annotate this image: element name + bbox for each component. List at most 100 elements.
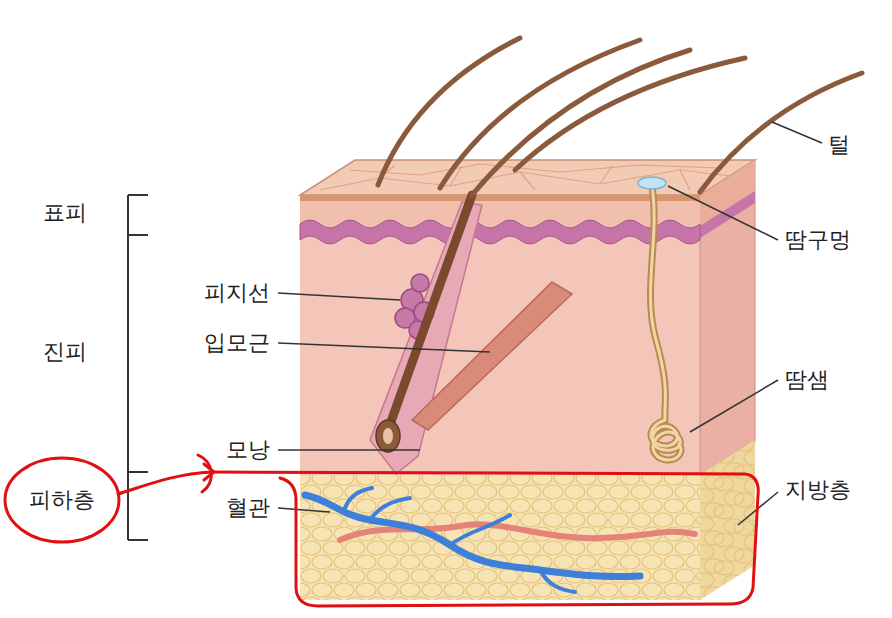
fat-cell <box>664 475 684 485</box>
fat-cell <box>499 541 519 555</box>
part-label: 지방층 <box>785 477 851 503</box>
leader-line <box>278 343 490 352</box>
fat-cell <box>521 597 541 600</box>
fat-cell <box>323 485 343 499</box>
fat-cell <box>300 583 310 597</box>
fat-cell <box>620 499 640 513</box>
fat-cell <box>312 527 332 541</box>
fat-cell <box>543 513 563 527</box>
fat-cell <box>565 597 585 600</box>
fat-cell <box>433 569 453 583</box>
fat-cell <box>345 597 365 600</box>
fat-cell <box>510 583 530 597</box>
fat-cell <box>631 485 651 499</box>
fat-cell <box>653 541 673 555</box>
fat-cell <box>300 555 310 569</box>
fat-cell <box>576 583 596 597</box>
bracket-tick <box>128 471 148 473</box>
leader-lines <box>278 122 822 525</box>
fat-cell <box>400 475 420 485</box>
hair <box>440 40 640 188</box>
fat-cell <box>554 475 574 485</box>
fat-cell <box>576 475 596 485</box>
fat-cell <box>675 569 695 583</box>
fat-cell <box>323 597 343 600</box>
part-label: 진피 <box>43 339 87 365</box>
fat-cell <box>734 437 754 451</box>
fat-cell <box>521 541 541 555</box>
fat-cell <box>378 555 398 569</box>
part-label: 입모근 <box>204 330 270 356</box>
fat-cell <box>345 541 365 555</box>
fat-cell <box>642 555 662 569</box>
fat-cell <box>499 597 519 600</box>
red-bracket <box>198 455 211 492</box>
fat-cell <box>598 499 618 513</box>
fat-cell <box>598 583 618 597</box>
leader-line <box>772 122 822 143</box>
sweat-pore <box>638 177 666 189</box>
sweat-gland <box>650 186 681 460</box>
fat-cell <box>697 485 700 499</box>
fat-cell <box>422 583 442 597</box>
fat-cell <box>675 513 695 527</box>
fat-cell <box>653 513 673 527</box>
fat-cell <box>510 499 530 513</box>
fat-cell <box>477 597 497 600</box>
fat-cell <box>400 555 420 569</box>
fat-cell <box>587 485 607 499</box>
fat-cell <box>422 475 442 485</box>
fat-cell <box>554 499 574 513</box>
fat-cell <box>675 541 695 555</box>
fat-cell <box>565 513 585 527</box>
fat-cell <box>356 475 376 485</box>
fat-cell <box>686 555 700 569</box>
fat-layer-front <box>300 475 700 600</box>
fat-cell <box>488 475 508 485</box>
blood-vessels <box>305 488 695 592</box>
gland-lobe <box>411 274 429 292</box>
fat-cell <box>714 533 734 547</box>
fat-cell <box>631 597 651 600</box>
fat-cell <box>521 513 541 527</box>
red-annotation <box>5 455 758 606</box>
fat-cell <box>301 541 321 555</box>
part-label: 털 <box>828 132 850 158</box>
fat-cell <box>694 517 714 531</box>
part-label: 혈관 <box>226 495 270 521</box>
fat-cell <box>477 569 497 583</box>
fat-cell <box>587 597 607 600</box>
bracket-tick <box>128 194 148 196</box>
fat-cell <box>323 569 343 583</box>
fat-cell <box>345 569 365 583</box>
fat-cell <box>356 499 376 513</box>
fat-cell <box>444 583 464 597</box>
fat-cell <box>642 499 662 513</box>
fat-cell <box>609 597 629 600</box>
fat-cell <box>694 545 714 559</box>
fat-cell <box>642 583 662 597</box>
red-arrow <box>118 472 212 494</box>
fat-cell <box>714 449 734 463</box>
part-label: 피지선 <box>204 280 270 306</box>
hair <box>515 58 745 170</box>
bracket-tick <box>128 234 148 236</box>
fat-cell <box>499 485 519 499</box>
fat-cell <box>477 541 497 555</box>
fat-cell <box>744 423 764 437</box>
fat-cell <box>664 583 684 597</box>
fat-cell <box>565 485 585 499</box>
fat-cell <box>466 499 486 513</box>
bracket-line <box>127 195 129 540</box>
fat-cell <box>697 569 700 583</box>
fat-cell <box>724 575 744 589</box>
hairs <box>378 38 862 195</box>
fat-cell <box>704 447 724 461</box>
fat-cell <box>367 541 387 555</box>
fat-cell <box>411 597 431 600</box>
fat-cell <box>686 475 700 485</box>
fat-cell <box>620 475 640 485</box>
fat-cells <box>290 409 764 611</box>
leader-line <box>278 293 400 300</box>
fat-cell <box>411 569 431 583</box>
